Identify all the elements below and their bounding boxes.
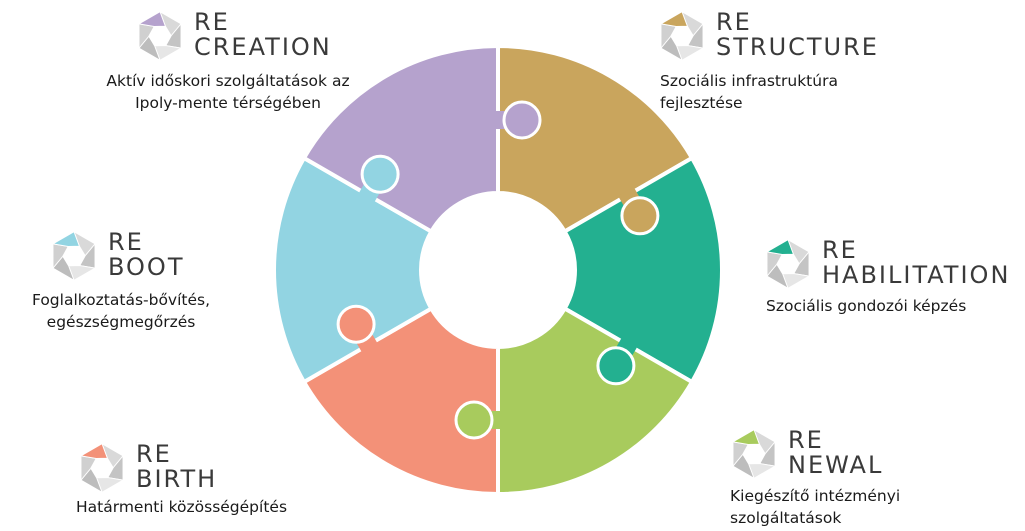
module-prefix: RE (136, 440, 172, 468)
module-rehabilitation: RE HABILITATION (760, 236, 1022, 300)
hexagon-logo-gold-icon (659, 10, 705, 62)
logo-facet (137, 11, 167, 27)
hexagon-logo-green-icon (731, 428, 777, 480)
puzzle-knob-restructure (620, 196, 660, 236)
module-title: BIRTH (136, 465, 218, 493)
module-renewal: RE NEWAL (726, 426, 986, 490)
puzzle-knob-recreation (502, 100, 542, 140)
module-prefix: RE (822, 236, 858, 264)
module-title: CREATION (194, 33, 332, 61)
logo-facet (659, 11, 689, 27)
module-reboot-description: Foglalkoztatás-bővítés, egészségmegőrzés (31, 291, 211, 331)
logo-facet (51, 231, 81, 247)
logo-facet (731, 429, 761, 445)
puzzle-piece-rehabilitation (562, 156, 724, 384)
module-restructure: RE STRUCTURE (654, 8, 954, 72)
hexagon-logo-teal-icon (765, 238, 811, 290)
puzzle-knob-rebirth (336, 304, 376, 344)
module-restructure-description: Szociális infrastruktúra fejlesztése (660, 72, 838, 112)
hexagon-logo-coral-icon (79, 442, 125, 494)
module-title: BOOT (108, 253, 185, 281)
module-title: STRUCTURE (716, 33, 879, 61)
module-prefix: RE (108, 228, 144, 256)
module-prefix: RE (194, 8, 230, 36)
module-recreation-description: Aktív időskori szolgáltatások az Ipoly-m… (106, 72, 350, 112)
puzzle-center-hole (423, 195, 573, 345)
puzzle-piece-recreation (302, 44, 500, 234)
puzzle-knob-rehabilitation (596, 346, 636, 386)
puzzle-knob-renewal (454, 400, 494, 440)
logo-facet (765, 239, 795, 255)
hexagon-logo-blue-icon (51, 230, 97, 282)
module-prefix: RE (788, 426, 824, 454)
module-reboot: RE BOOT (46, 228, 246, 292)
module-rebirth-description: Határmenti közösségépítés (76, 498, 288, 516)
puzzle-piece-renewal (496, 306, 694, 496)
module-rebirth: RE BIRTH (74, 440, 334, 504)
module-prefix: RE (716, 8, 752, 36)
hexagon-logo-purple-icon (137, 10, 183, 62)
module-title: NEWAL (788, 451, 884, 479)
puzzle-knob-reboot (360, 154, 400, 194)
module-renewal-description: Kiegészítő intézményi szolgáltatások (730, 487, 901, 527)
module-recreation: RE CREATION (132, 8, 432, 72)
puzzle-piece-reboot (272, 156, 434, 384)
logo-facet (79, 443, 109, 459)
module-title: HABILITATION (822, 261, 1011, 289)
module-rehabilitation-description: Szociális gondozói képzés (766, 297, 967, 315)
